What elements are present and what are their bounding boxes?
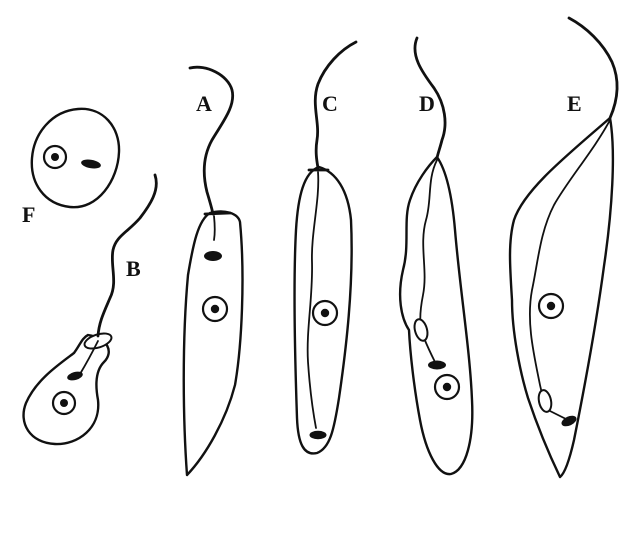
- stage-e-label: E: [567, 91, 582, 116]
- stage-b-cell: B: [24, 175, 157, 444]
- stage-c-axoneme: [308, 172, 319, 428]
- stage-d-label: D: [419, 91, 435, 116]
- stage-a-kinetoplast: [204, 251, 222, 261]
- stage-e-outline: [510, 118, 613, 477]
- stage-d-undulating-membrane: [420, 160, 437, 333]
- stage-a-flagellum: [190, 67, 233, 214]
- stage-f-label: F: [22, 202, 35, 227]
- stage-d-axoneme: [424, 338, 435, 362]
- stage-b-outline: [24, 335, 109, 444]
- stage-e-cell: E: [510, 18, 617, 477]
- stage-a-nucleolus: [211, 305, 219, 313]
- stage-f-nucleolus: [51, 153, 59, 161]
- stage-e-nucleolus: [547, 302, 555, 310]
- stage-b-label: B: [126, 256, 141, 281]
- stage-a-label: A: [196, 91, 212, 116]
- stage-c-cell: C: [294, 42, 356, 453]
- stage-d-nucleolus: [443, 383, 451, 391]
- stage-f-cell: F: [22, 109, 119, 227]
- stage-c-nucleolus: [321, 309, 329, 317]
- stage-e-axoneme: [548, 410, 566, 419]
- stage-b-nucleolus: [60, 399, 68, 407]
- stage-a-basal-bar: [205, 213, 230, 214]
- stage-d-kinetoplast: [428, 361, 446, 370]
- stage-d-flagellar-loop: [412, 318, 429, 342]
- stage-a-outline: [184, 211, 243, 475]
- stage-e-flagellar-loop: [537, 389, 553, 413]
- stage-d-cell: D: [400, 38, 472, 474]
- stage-a-axoneme: [214, 216, 215, 240]
- stage-e-kinetoplast: [560, 414, 578, 429]
- stage-c-label: C: [322, 91, 338, 116]
- stage-a-cell: A: [184, 67, 243, 475]
- stage-d-outline: [400, 157, 472, 474]
- stage-f-kinetoplast: [80, 158, 101, 170]
- stage-e-undulating-membrane: [530, 120, 610, 404]
- stage-c-kinetoplast: [310, 431, 327, 439]
